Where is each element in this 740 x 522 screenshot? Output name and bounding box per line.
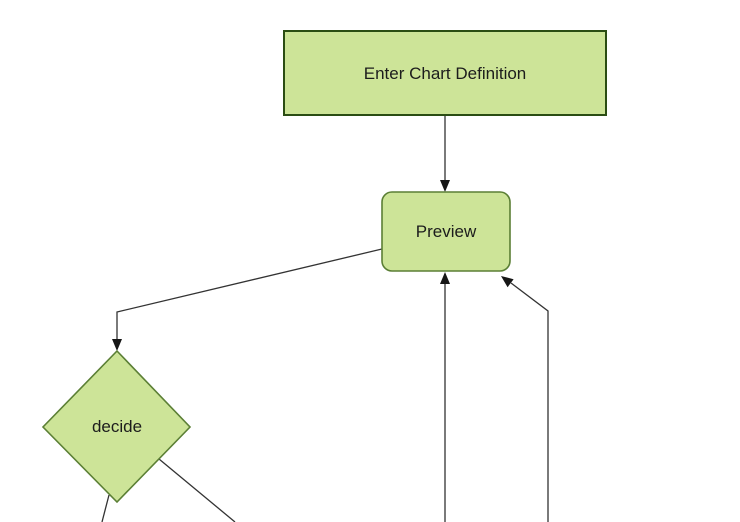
- edge-preview-to-decide: [116, 248, 383, 339]
- edge-offscreen-to-preview-diagonal: [510, 282, 549, 522]
- node-enter-chart-definition-shape: [283, 30, 607, 116]
- node-preview-shape: [381, 191, 511, 272]
- node-preview-label: Preview: [415, 222, 477, 241]
- node-enter-chart-definition-label: Enter Chart Definition: [363, 64, 527, 83]
- edge-decide-to-offscreen-left: [101, 494, 110, 522]
- arrowhead-offscreen-to-preview-diagonal: [501, 276, 514, 288]
- arrowhead-preview-to-decide: [112, 339, 122, 351]
- arrowhead-offscreen-to-preview-vertical: [440, 272, 450, 284]
- node-decide-shape: [41, 349, 192, 504]
- node-decide-label: decide: [91, 417, 143, 436]
- edge-decide-to-offscreen-right: [158, 458, 236, 522]
- arrowhead-enter-to-preview: [440, 180, 450, 192]
